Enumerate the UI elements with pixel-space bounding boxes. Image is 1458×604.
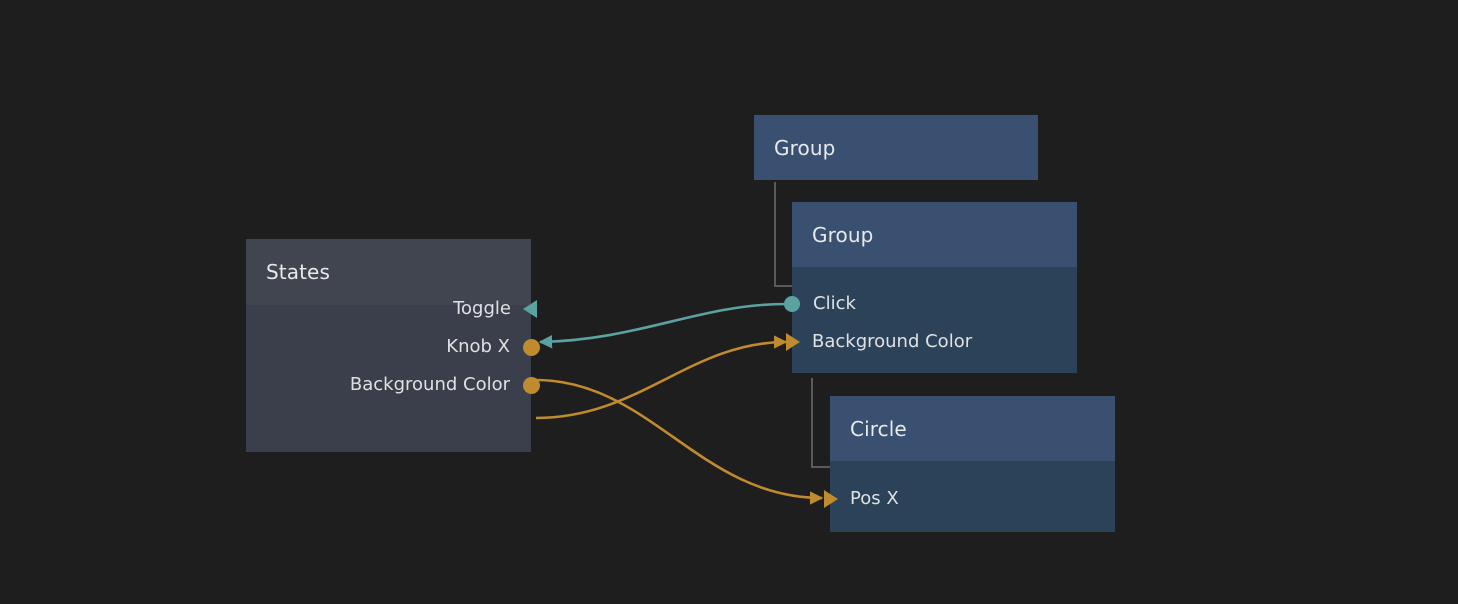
node-group-2[interactable]: Group Click Background Color — [784, 202, 1077, 373]
port-circle-1-pos-x-label: Pos X — [850, 488, 899, 509]
edge-knobx-to-posx — [535, 378, 824, 505]
node-states-1-body: Toggle Knob X Background Color — [246, 298, 540, 452]
port-states-1-toggle-label: Toggle — [453, 298, 511, 319]
node-group-1[interactable]: Group — [754, 115, 1038, 180]
port-states-1-knob-x-label: Knob X — [446, 336, 510, 357]
data-output-circle-icon[interactable] — [523, 376, 540, 394]
node-group-2-body: Click Background Color — [784, 267, 1077, 373]
port-states-1-knob-x[interactable]: Knob X — [446, 335, 540, 359]
edge-bgcolor-to-bgcolor — [535, 335, 788, 420]
node-group-2-header[interactable]: Group — [792, 202, 1077, 267]
edge-click-to-toggle — [538, 302, 787, 349]
node-group-1-title: Group — [774, 135, 836, 160]
node-circle-1[interactable]: Circle Pos X — [824, 396, 1115, 532]
node-circle-1-body: Pos X — [824, 461, 1115, 532]
port-group-2-background-color-label: Background Color — [812, 331, 973, 352]
node-circle-1-header[interactable]: Circle — [830, 396, 1115, 461]
data-output-circle-icon[interactable] — [523, 338, 540, 356]
tree-line-group1-to-group2 — [774, 182, 794, 287]
node-states-1[interactable]: States Toggle Knob X Background Color — [246, 239, 540, 452]
port-circle-1-pos-x[interactable]: Pos X — [824, 487, 899, 511]
node-group-2-title: Group — [812, 222, 874, 247]
port-states-1-toggle[interactable]: Toggle — [453, 297, 537, 321]
event-input-arrow-icon[interactable] — [523, 300, 537, 318]
event-output-circle-icon[interactable] — [784, 296, 800, 312]
tree-line-group2-to-circle — [811, 378, 831, 468]
data-input-arrow-icon[interactable] — [824, 490, 838, 508]
port-group-2-click[interactable]: Click — [784, 292, 856, 316]
port-group-2-click-label: Click — [813, 293, 856, 314]
node-circle-1-title: Circle — [850, 416, 907, 441]
node-group-1-header[interactable]: Group — [754, 115, 1038, 180]
port-states-1-background-color[interactable]: Background Color — [350, 373, 540, 397]
port-states-1-background-color-label: Background Color — [349, 374, 510, 395]
port-group-2-background-color[interactable]: Background Color — [786, 330, 972, 354]
data-input-arrow-icon[interactable] — [786, 333, 800, 351]
node-states-1-header[interactable]: States — [246, 239, 531, 305]
node-states-1-title: States — [266, 260, 330, 284]
